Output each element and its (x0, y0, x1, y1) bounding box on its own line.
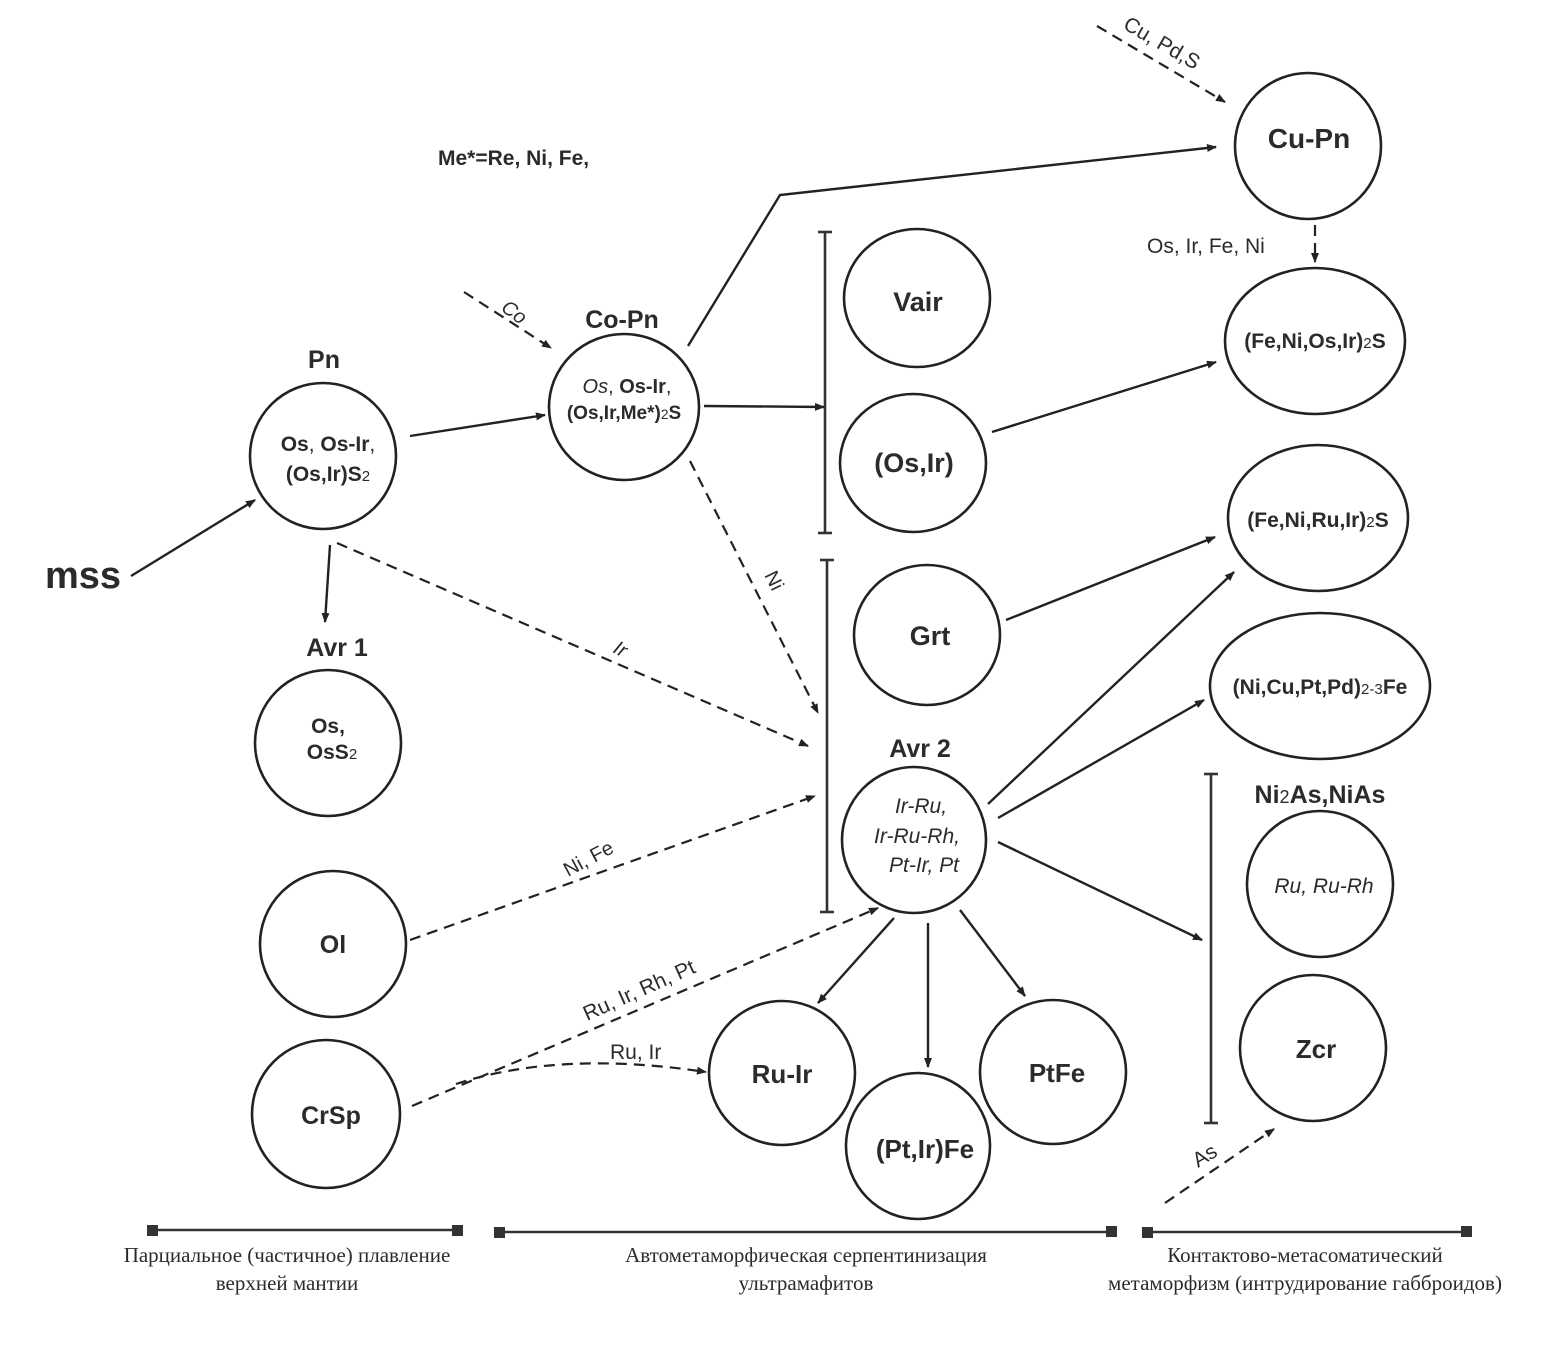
node-label-nicuptpd: (Ni,Cu,Pt,Pd)2-3Fe (1233, 676, 1408, 699)
node-nias: Ni2As,NiAs Ru, Ru-Rh (1245, 781, 1395, 959)
edge-label-os-ir-fe-ni: Os, Ir, Fe, Ni (1147, 235, 1265, 258)
node-text-nias: Ru, Ru-Rh (1274, 875, 1373, 898)
node-copn: Co-Pn Os, Os-Ir, (Os,Ir,Me*)2S (547, 306, 701, 482)
node-label-ol: Ol (320, 931, 346, 959)
dashed-arrow-crsp-to-ruir (455, 1062, 707, 1086)
arrow-mss-to-pn (130, 498, 256, 578)
stage-3-label-line1: Контактово-метасоматический (1167, 1243, 1443, 1267)
node-label-zcr: Zcr (1296, 1034, 1336, 1064)
node-feniruir: (Fe,Ni,Ru,Ir)2S (1226, 443, 1410, 593)
stage-bar-1 (147, 1225, 463, 1236)
arrow-avr2-to-nicuptpd (997, 698, 1205, 820)
node-ptirfe: (Pt,Ir)Fe (844, 1071, 992, 1221)
bracket-lower-middle (820, 558, 834, 914)
arrow-avr2-to-feniruir (987, 571, 1235, 805)
node-text-copn-line2: (Os,Ir,Me*)2S (567, 403, 681, 424)
node-title-pn: Pn (308, 346, 340, 374)
edge-label-ni: Ni (760, 568, 788, 595)
me-star-note: Me*=Re, Ni, Fe, (438, 147, 589, 170)
node-label-crsp: CrSp (301, 1102, 361, 1130)
dashed-arrow-cupds-to-cupn (1096, 25, 1226, 103)
bracket-upper-middle (818, 230, 832, 535)
arrow-osir-to-feniosir (991, 360, 1217, 434)
edge-label-ru-ir: Ru, Ir (610, 1041, 661, 1064)
dashed-arrow-pn-to-avr2 (336, 541, 809, 748)
node-text-pn-line1: Os, Os-Ir, (281, 433, 376, 456)
node-label-ptirfe: (Pt,Ir)Fe (876, 1134, 974, 1164)
node-text-pn-line2: (Os,Ir)S2 (286, 463, 370, 486)
edge-label-co: Co (497, 296, 531, 329)
node-text-avr1-line2: OsS2 (307, 741, 357, 764)
node-ruir: Ru-Ir (707, 999, 857, 1147)
stage-1-label-line2: верхней мантии (216, 1271, 359, 1295)
node-grt: Grt (852, 563, 1002, 707)
node-avr2: Avr 2 Ir-Ru, Ir-Ru-Rh, Pt-Ir, Pt (840, 735, 988, 915)
dashed-arrow-as-to-zcr (1164, 1128, 1275, 1204)
node-label-ptfe: PtFe (1029, 1058, 1085, 1088)
node-text-avr2-line1: Ir-Ru, (895, 795, 947, 818)
node-title-avr1: Avr 1 (306, 634, 368, 662)
edge-label-ni-fe: Ni, Fe (560, 837, 617, 881)
node-text-avr1-line1: Os, (311, 715, 345, 738)
node-crsp: CrSp (250, 1038, 402, 1190)
node-osir: (Os,Ir) (838, 392, 988, 534)
stage-1-label-line1: Парциальное (частичное) плавление (124, 1243, 451, 1267)
stage-bar-3 (1142, 1226, 1472, 1238)
stage-2-label-line1: Автометаморфическая серпентинизация (625, 1243, 987, 1267)
node-label-osir: (Os,Ir) (874, 448, 954, 478)
mss-label: mss (45, 555, 121, 597)
node-nicuptpd: (Ni,Cu,Pt,Pd)2-3Fe (1208, 611, 1432, 761)
node-feniosir: (Fe,Ni,Os,Ir)2S (1223, 266, 1407, 416)
dashed-arrow-ol-to-avr2 (409, 794, 816, 942)
node-text-copn-line1: Os, Os-Ir, (583, 376, 672, 398)
bracket-right (1204, 772, 1218, 1125)
arrow-copn-to-bracket (703, 402, 825, 411)
node-pn: Pn Os, Os-Ir, (Os,Ir)S2 (248, 346, 398, 531)
arrow-avr2-to-ptfe (959, 909, 1026, 997)
node-label-feniosir: (Fe,Ni,Os,Ir)2S (1244, 330, 1385, 353)
node-vair: Vair (842, 227, 992, 369)
arrow-avr2-to-nias-bracket (997, 840, 1203, 942)
node-text-avr2-line2: Ir-Ru-Rh, (874, 825, 960, 848)
node-label-vair: Vair (893, 287, 943, 317)
stage-2-label-line2: ультрамафитов (739, 1271, 874, 1295)
node-cupn: Cu-Pn (1233, 71, 1383, 221)
node-text-avr2-line3: Pt-Ir, Pt (889, 854, 960, 877)
node-label-cupn: Cu-Pn (1268, 123, 1350, 154)
edge-label-ir: Ir (610, 637, 632, 663)
arrow-copn-to-cupn (686, 144, 1217, 347)
dashed-arrow-copn-to-avr2 (689, 460, 819, 714)
node-ptfe: PtFe (978, 998, 1128, 1146)
node-title-nias: Ni2As,NiAs (1255, 781, 1386, 809)
stage-bar-2 (494, 1226, 1117, 1238)
arrow-grt-to-feniruir (1005, 535, 1216, 622)
node-ol: Ol (258, 869, 408, 1019)
stage-3-label-line2: метаморфизм (интрудирование габброидов) (1108, 1271, 1502, 1295)
node-zcr: Zcr (1238, 973, 1388, 1123)
node-title-avr2: Avr 2 (889, 735, 951, 763)
dashed-arrow-crsp-to-avr2 (411, 906, 879, 1108)
node-label-grt: Grt (910, 621, 951, 651)
node-title-copn: Co-Pn (585, 306, 659, 334)
node-label-ruir: Ru-Ir (752, 1059, 813, 1089)
arrow-avr2-to-ruir (817, 917, 895, 1004)
node-avr1: Avr 1 Os, OsS2 (253, 634, 403, 818)
node-label-feniruir: (Fe,Ni,Ru,Ir)2S (1247, 509, 1388, 532)
arrow-pn-to-copn (409, 412, 546, 438)
arrow-pn-to-avr1 (321, 544, 332, 623)
